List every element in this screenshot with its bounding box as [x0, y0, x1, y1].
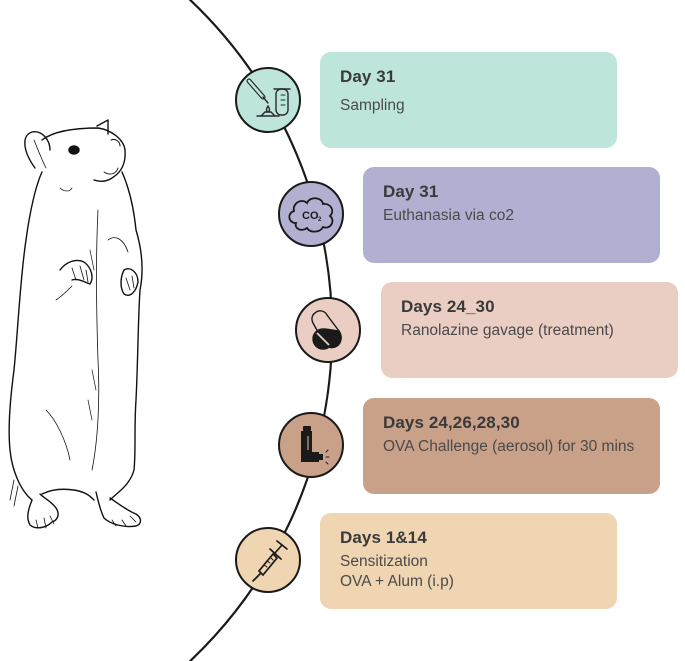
co2-cloud-icon: CO 2	[288, 197, 334, 233]
svg-text:CO: CO	[302, 210, 319, 222]
syringe-icon	[252, 540, 288, 582]
step-card-treatment: Days 24_30 Ranolazine gavage (treatment)	[381, 282, 678, 378]
step-description: Sensitization	[340, 553, 428, 570]
step-title: Day 31	[383, 182, 439, 201]
step-card-challenge: Days 24,26,28,30 OVA Challenge (aerosol)…	[363, 398, 660, 494]
euthanasia-node: CO 2	[278, 181, 344, 247]
svg-text:2: 2	[318, 217, 322, 223]
step-card-euthanasia: Day 31 Euthanasia via co2	[363, 167, 660, 263]
step-description: OVA Challenge (aerosol) for 30 mins	[383, 438, 635, 455]
step-title: Days 24,26,28,30	[383, 413, 520, 432]
sensitization-node	[235, 527, 301, 593]
treatment-node	[295, 297, 361, 363]
step-title: Days 24_30	[401, 297, 495, 316]
step-title: Days 1&14	[340, 528, 427, 547]
step-card-sensitization: Days 1&14 Sensitization OVA + Alum (i.p)	[320, 513, 617, 609]
step-description: Sampling	[340, 97, 405, 114]
step-description: Ranolazine gavage (treatment)	[401, 322, 614, 339]
sampling-node	[235, 67, 301, 133]
step-title: Day 31	[340, 67, 396, 86]
step-description: Euthanasia via co2	[383, 207, 514, 224]
step-description-detail: OVA + Alum (i.p)	[340, 573, 454, 590]
step-card-sampling: Day 31 Sampling	[320, 52, 617, 148]
inhaler-icon	[301, 426, 330, 465]
pills-icon	[311, 310, 342, 350]
pipette-test-tube-icon	[246, 78, 291, 117]
challenge-node	[278, 412, 344, 478]
